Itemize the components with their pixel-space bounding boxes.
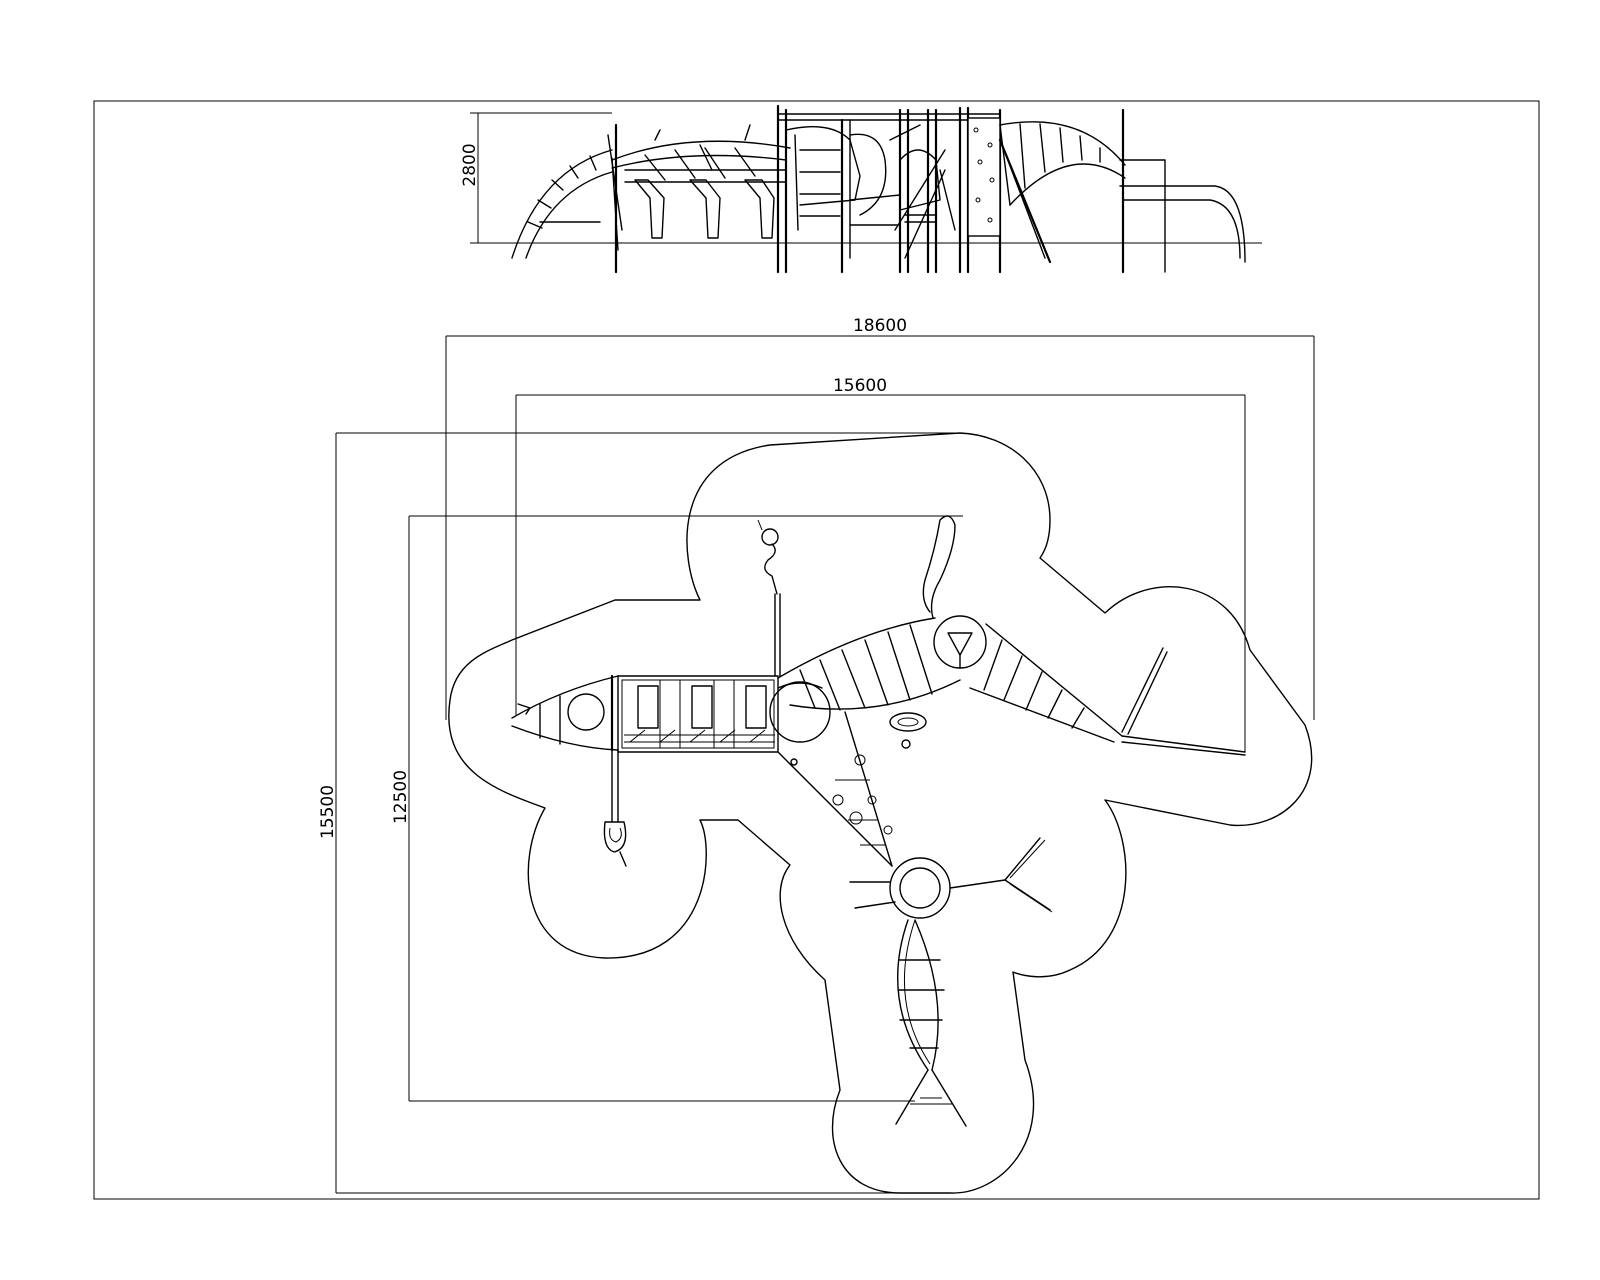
elevation-right-arch-ladder — [999, 108, 1246, 274]
overall-depth-label: 15500 — [318, 785, 338, 839]
equipment-width-label: 15600 — [833, 376, 887, 396]
plan-dimensions: 18600 15600 15500 12500 — [318, 316, 1315, 1194]
plan-lower-lens-ladder — [895, 919, 967, 1127]
plan-diagonal-net — [777, 711, 893, 867]
sheet-border — [93, 100, 1540, 1200]
elevation-central-tower — [776, 104, 1002, 274]
plan-tunnel-deck — [617, 675, 779, 753]
height-dimension: 2800 — [460, 112, 612, 244]
height-dimension-label: 2800 — [460, 143, 480, 186]
plan-hanging-ring — [603, 749, 627, 867]
overall-width-label: 18600 — [853, 316, 907, 336]
plan-view — [448, 432, 1313, 1194]
equipment-depth-label: 12500 — [391, 770, 411, 824]
side-elevation: 2800 — [460, 104, 1262, 274]
elevation-left-arch-ladder — [511, 123, 623, 274]
plan-right-ladder — [969, 623, 1246, 756]
plan-left-arch — [511, 674, 619, 752]
plan-central-tower — [757, 519, 831, 743]
plan-upper-curved-ladder — [777, 515, 987, 749]
elevation-tunnel-section — [611, 124, 791, 239]
safety-zone-outline — [448, 432, 1313, 1194]
elevation-climbing-wall — [967, 117, 1052, 264]
plan-lower-hub — [849, 837, 1053, 919]
